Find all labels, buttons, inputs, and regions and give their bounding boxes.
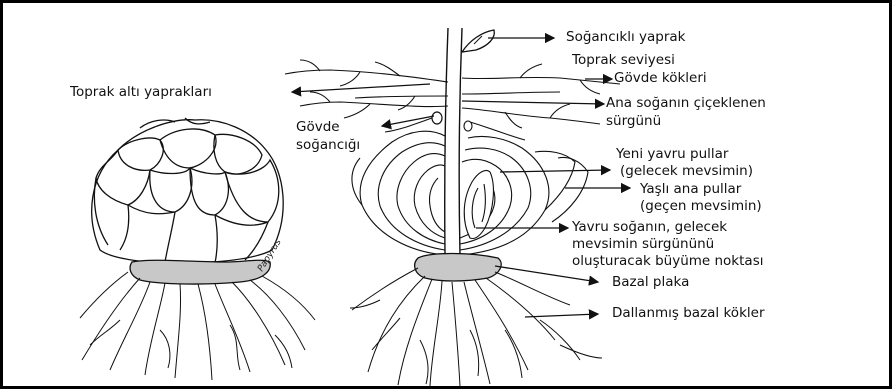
- label-basal-plate: Bazal plaka: [612, 274, 689, 291]
- label-underground-leaves: Toprak altı yaprakları: [70, 84, 212, 101]
- label-growth-point-line3: oluşturacak büyüme noktası: [572, 253, 763, 270]
- left-bulb-exterior: [92, 118, 283, 263]
- right-basal-plate: [415, 254, 502, 282]
- bulbil-leaf: [462, 30, 494, 52]
- label-new-scales-line1: Yeni yavru pullar: [616, 146, 728, 163]
- label-stem-bulbil-line1: Gövde: [296, 119, 340, 136]
- label-stem-roots: Gövde kökleri: [614, 70, 707, 87]
- label-basal-roots: Dallanmış bazal kökler: [612, 305, 765, 322]
- label-stem-bulbil-line2: soğancığı: [296, 137, 360, 154]
- label-growth-point-line2: mevsimin sürgününü: [572, 236, 714, 253]
- left-roots: [80, 272, 315, 380]
- label-soil-level: Toprak seviyesi: [572, 52, 675, 69]
- label-flowering-shoot-line2: sürgünü: [606, 113, 661, 130]
- central-stem: [445, 28, 462, 255]
- label-new-scales-line2: (gelecek mevsimin): [620, 163, 753, 180]
- label-old-scales-line2: (geçen mevsimin): [640, 198, 762, 215]
- label-flowering-shoot-line1: Ana soğanın çiçeklenen: [606, 95, 766, 112]
- label-growth-point-line1: Yavru soğanın, gelecek: [572, 219, 727, 236]
- label-old-scales-line1: Yaşlı ana pullar: [640, 181, 741, 198]
- left-basal-plate: [130, 260, 270, 284]
- label-bulbil-leaf: Soğancıklı yaprak: [566, 29, 685, 46]
- basal-roots: [350, 268, 602, 386]
- stem-bulbil: [432, 112, 442, 124]
